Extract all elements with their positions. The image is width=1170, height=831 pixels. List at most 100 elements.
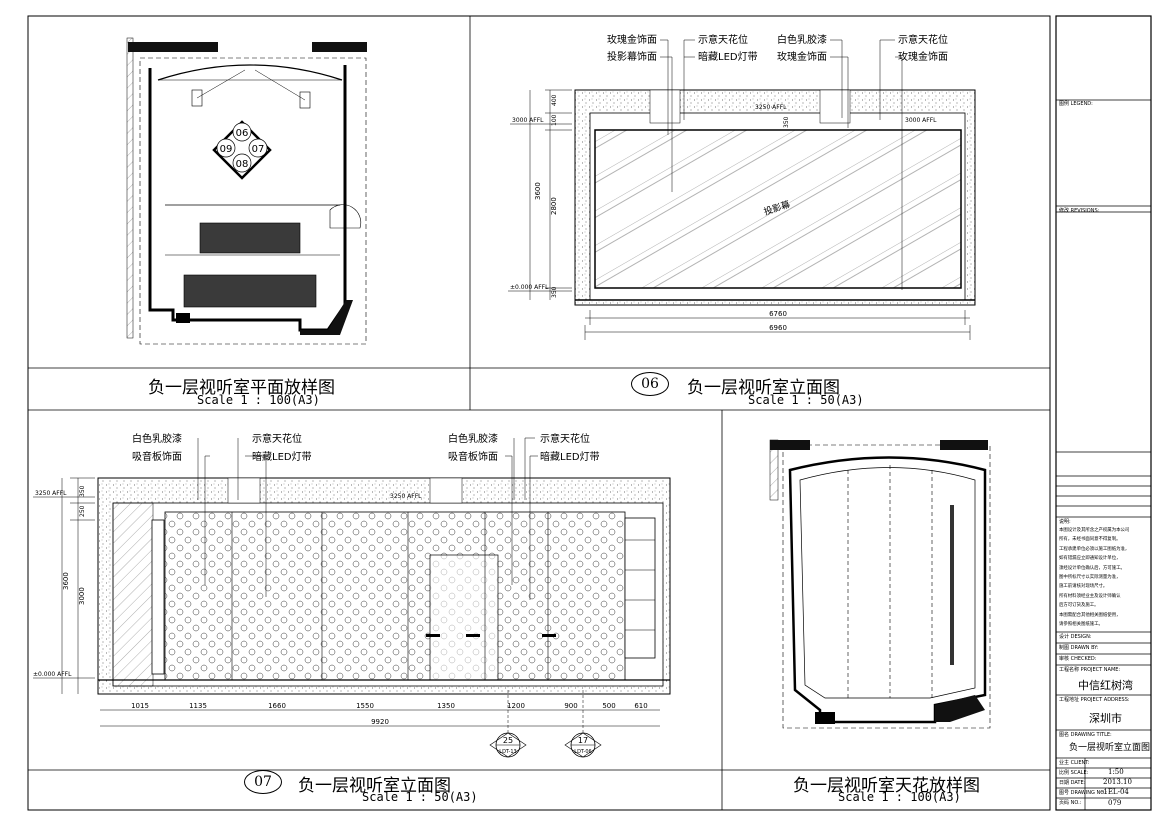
plan-title: 负一层视听室平面放样图 (148, 378, 335, 398)
e06-callout-6: 示意天花位 (898, 33, 948, 46)
tb-page-label: 页码 NO.: (1059, 800, 1082, 806)
elev07-title: 负一层视听室立面图 (298, 776, 451, 796)
elev07-scale: Scale 1 : 50(A3) (362, 790, 478, 804)
tb-dwg-no-value: -1EL-04 (1101, 788, 1129, 796)
elev06-number-badge: 06 (631, 372, 669, 396)
elevation-07-view: 白色乳胶漆 吸音板饰面 示意天花位 暗藏LED灯带 白色乳胶漆 吸音板饰面 示意… (33, 432, 671, 758)
section-tag-25-ref: LDT-13 (499, 749, 516, 755)
tb-design-label: 设计 DESIGN: (1059, 634, 1092, 640)
elev06-title: 负一层视听室立面图 (687, 378, 840, 398)
tb-address: 深圳市 (1089, 712, 1122, 725)
tb-drawn-label: 制图 DRAWN BY: (1059, 645, 1099, 651)
section-tag-17-ref: LDT-06 (574, 749, 591, 755)
e07-dim-v-1: 250 (79, 505, 86, 517)
plan-view: 06 07 09 08 (126, 37, 367, 345)
e07-dim-h-8: 610 (634, 702, 647, 710)
e07-callout-3: 暗藏LED灯带 (252, 450, 312, 463)
tb-legend-label: 图例 LEGEND: (1059, 101, 1093, 107)
plan-tag-06[interactable]: 06 (236, 128, 249, 139)
e06-dim-v-3: 2800 (550, 197, 558, 215)
tb-project-name: 中信红树湾 (1078, 679, 1133, 692)
tb-note-4: 须经设计单位确认后，方可施工。 (1059, 565, 1125, 571)
tb-checked-label: 审核 CHECKED: (1059, 656, 1097, 662)
section-tag-25-num: 25 (503, 736, 513, 745)
tb-note-1: 所有，未经书面同意不得复制。 (1059, 537, 1121, 543)
e07-dim-h-3: 1550 (356, 702, 374, 710)
e07-callout-2: 示意天花位 (252, 432, 302, 445)
e06-level-3: ±0.000 AFFL (510, 284, 549, 291)
plan-tag-07[interactable]: 07 (252, 144, 265, 155)
e06-callout-0: 玫瑰金饰面 (607, 33, 657, 46)
e06-dim-v-1: 100 (551, 114, 558, 126)
tb-note-7: 所有材料须经业主及设计师确认 (1059, 593, 1121, 599)
tb-notes-label: 说明: (1059, 519, 1071, 525)
tb-notes: 本图设计及其所含之产权属为本公司 所有，未经书面同意不得复制。 工程承建单位必须… (1059, 526, 1149, 629)
plan-tag-09[interactable]: 09 (220, 144, 233, 155)
e06-callout-1: 投影幕饰面 (607, 50, 657, 63)
e07-dim-v-3: 3000 (78, 587, 86, 605)
plan-scale: Scale 1 : 100(A3) (197, 393, 320, 407)
plan-tag-08[interactable]: 08 (236, 159, 249, 170)
e07-dim-h-5: 1200 (507, 702, 525, 710)
tb-dwg-no-label: 图号 DRAWING NO.: (1059, 790, 1108, 796)
e07-callout-7: 暗藏LED灯带 (540, 450, 600, 463)
e07-callout-1: 吸音板饰面 (132, 450, 182, 463)
e07-callout-4: 白色乳胶漆 (448, 432, 498, 445)
section-tag-17[interactable]: 17 LDT-06 (564, 732, 602, 758)
ceiling-plan-view (769, 439, 991, 729)
tb-note-2: 工程承建单位必须以施工图纸为准， (1059, 546, 1130, 552)
tb-note-3: 如有错漏应立即通知设计单位， (1059, 556, 1121, 562)
e07-level-2: ±0.000 AFFL (33, 671, 72, 678)
tb-project-label: 工程名称 PROJECT NAME: (1059, 667, 1121, 673)
title-block-frame (1055, 15, 1152, 811)
e07-dim-v-2: 3600 (62, 572, 70, 590)
tb-client-label: 业主 CLIENT: (1059, 760, 1090, 766)
tb-revision-label: 修改 REVISIONS: (1059, 208, 1100, 214)
sheet-frame (27, 15, 1051, 811)
e07-callout-5: 吸音板饰面 (448, 450, 498, 463)
e07-dim-h-2: 1660 (268, 702, 286, 710)
e07-dim-h-6: 900 (564, 702, 577, 710)
elev07-number-badge: 07 (244, 770, 282, 794)
tb-address-label: 工程地址 PROJECT ADDRESS: (1059, 697, 1130, 703)
e06-callout-3: 暗藏LED灯带 (698, 50, 758, 63)
e06-callout-2: 示意天花位 (698, 33, 748, 46)
e06-callout-4: 白色乳胶漆 (777, 33, 827, 46)
e06-dim-v-2: 3600 (534, 182, 542, 200)
e07-dim-h-4: 1350 (437, 702, 455, 710)
e06-dim-v-5: 350 (551, 286, 558, 298)
elevation-06-view: 玫瑰金饰面 投影幕饰面 示意天花位 暗藏LED灯带 白色乳胶漆 玫瑰金饰面 示意… (508, 33, 976, 340)
e07-dim-h-0: 1015 (131, 702, 149, 710)
e06-dim-h-1: 6960 (769, 324, 787, 332)
e06-level-2: 3000 AFFL (905, 117, 937, 124)
tb-page-value: 079 (1108, 799, 1122, 807)
tb-note-10: 请参照相关图纸施工。 (1059, 622, 1103, 628)
e06-level-0: 3250 AFFL (755, 104, 787, 111)
e07-dim-total: 9920 (371, 718, 389, 726)
tb-note-6: 施工前请核对现场尺寸。 (1059, 584, 1108, 590)
e07-level-1: 3250 AFFL (390, 493, 422, 500)
section-tag-25[interactable]: 25 LDT-13 (489, 732, 527, 758)
e06-callout-7: 玫瑰金饰面 (898, 50, 948, 63)
tb-note-8: 后方可订货及施工。 (1059, 603, 1099, 609)
tb-note-0: 本图设计及其所含之产权属为本公司 (1059, 528, 1130, 533)
e07-dim-h-7: 500 (602, 702, 615, 710)
e07-callout-0: 白色乳胶漆 (132, 432, 182, 445)
ceiling-scale: Scale 1 : 100(A3) (838, 790, 961, 804)
tb-drawing-title: 负一层视听室立面图 (1069, 743, 1151, 753)
tb-date-value: 2013.10 (1103, 778, 1132, 786)
e06-dim-h-0: 6760 (769, 310, 787, 318)
tb-date-label: 日期 DATE: (1059, 780, 1086, 786)
tb-note-9: 本图需配合其他相关图纸使用， (1059, 612, 1121, 618)
section-tag-17-num: 17 (578, 736, 588, 745)
e06-dim-v-4: 350 (783, 116, 790, 128)
e06-callout-5: 玫瑰金饰面 (777, 50, 827, 63)
e07-dim-v-0: 350 (79, 485, 86, 497)
e07-level-0: 3250 AFFL (35, 490, 67, 497)
e06-level-1: 3000 AFFL (512, 117, 544, 124)
tb-scale-label: 比例 SCALE: (1059, 770, 1089, 776)
elev06-scale: Scale 1 : 50(A3) (748, 393, 864, 407)
ceiling-title: 负一层视听室天花放样图 (793, 776, 980, 796)
